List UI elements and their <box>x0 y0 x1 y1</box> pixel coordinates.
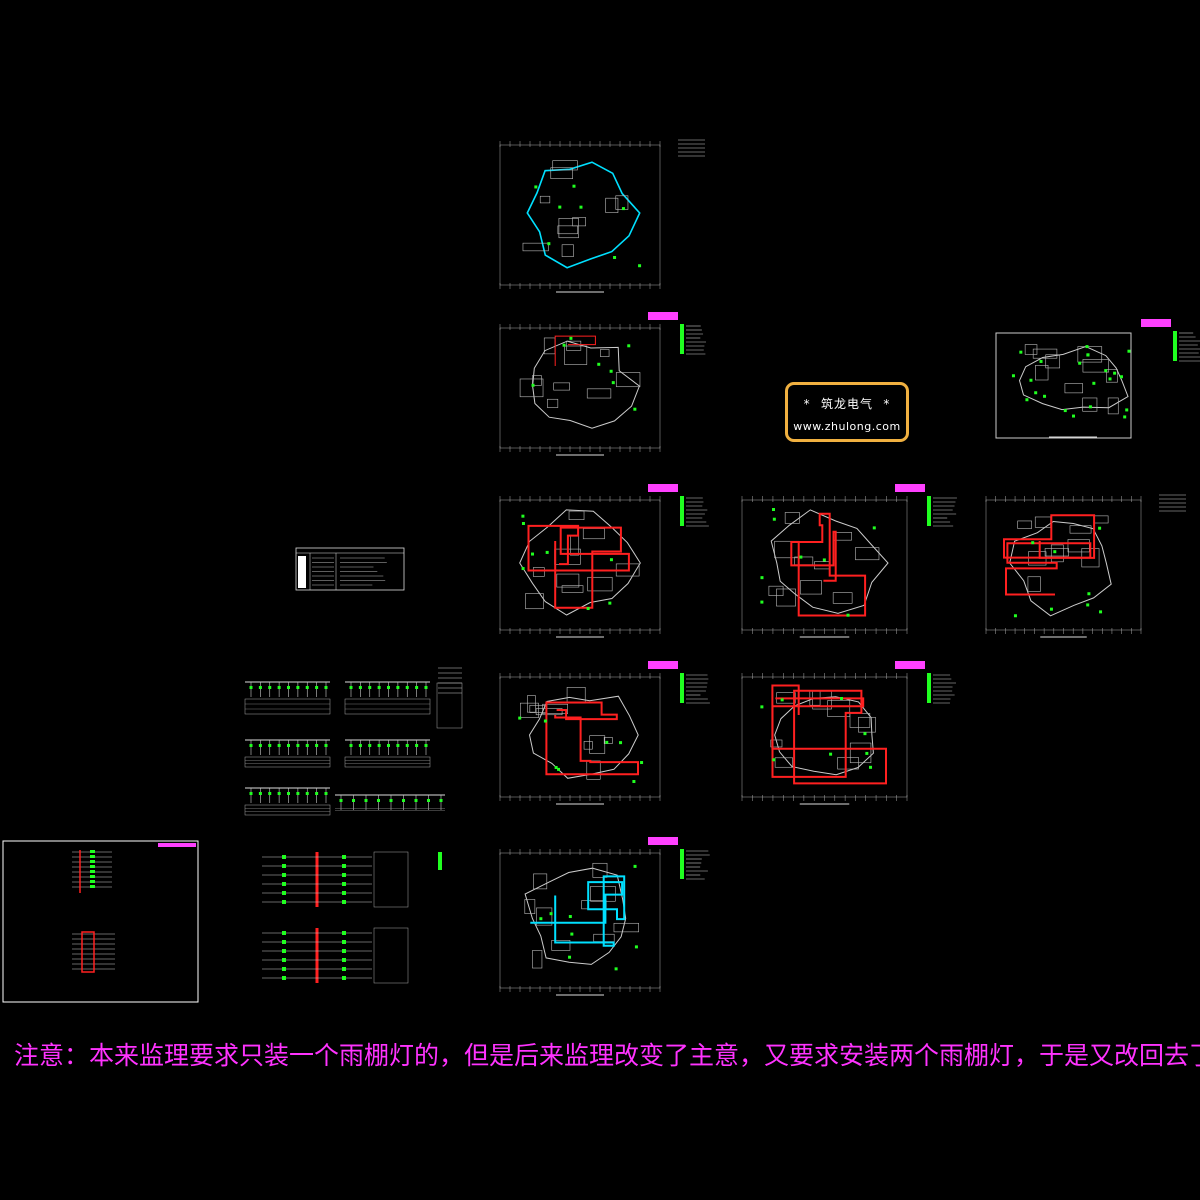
floor-plan-sheet <box>499 661 710 805</box>
floor-plan-sheet <box>995 319 1200 439</box>
star-icon: * <box>803 397 811 411</box>
zhulong-watermark-stamp: * 筑龙电气 * www.zhulong.com <box>785 382 909 442</box>
floor-plan-sheet <box>985 494 1186 638</box>
floor-plan-sheet <box>741 661 957 805</box>
revision-note: 注意：本来监理要求只装一个雨棚灯的，但是后来监理改变了主意，又要求安装两个雨棚灯… <box>14 1041 1200 1070</box>
riser-diagram-frame <box>2 840 199 1003</box>
watermark-brand-text: 筑龙电气 <box>820 397 873 411</box>
riser-diagrams-center <box>262 851 442 984</box>
floor-plan-sheet <box>499 139 705 293</box>
star-icon: * <box>883 397 891 411</box>
panel-schedule <box>244 681 331 715</box>
floor-plan-sheet <box>741 484 957 638</box>
panel-schedule <box>244 787 331 816</box>
panel-schedule <box>335 794 445 811</box>
panel-schedule <box>344 681 431 715</box>
watermark-url: www.zhulong.com <box>793 420 901 433</box>
panel-schedule <box>344 739 431 768</box>
panel-schedule <box>244 739 331 768</box>
floor-plan-sheets <box>499 139 1200 996</box>
legend-table <box>295 547 405 591</box>
floor-plan-sheet <box>499 484 709 638</box>
panel-schedules <box>244 667 463 816</box>
floor-plan-sheet <box>499 312 707 456</box>
floor-plan-sheet <box>499 837 710 996</box>
